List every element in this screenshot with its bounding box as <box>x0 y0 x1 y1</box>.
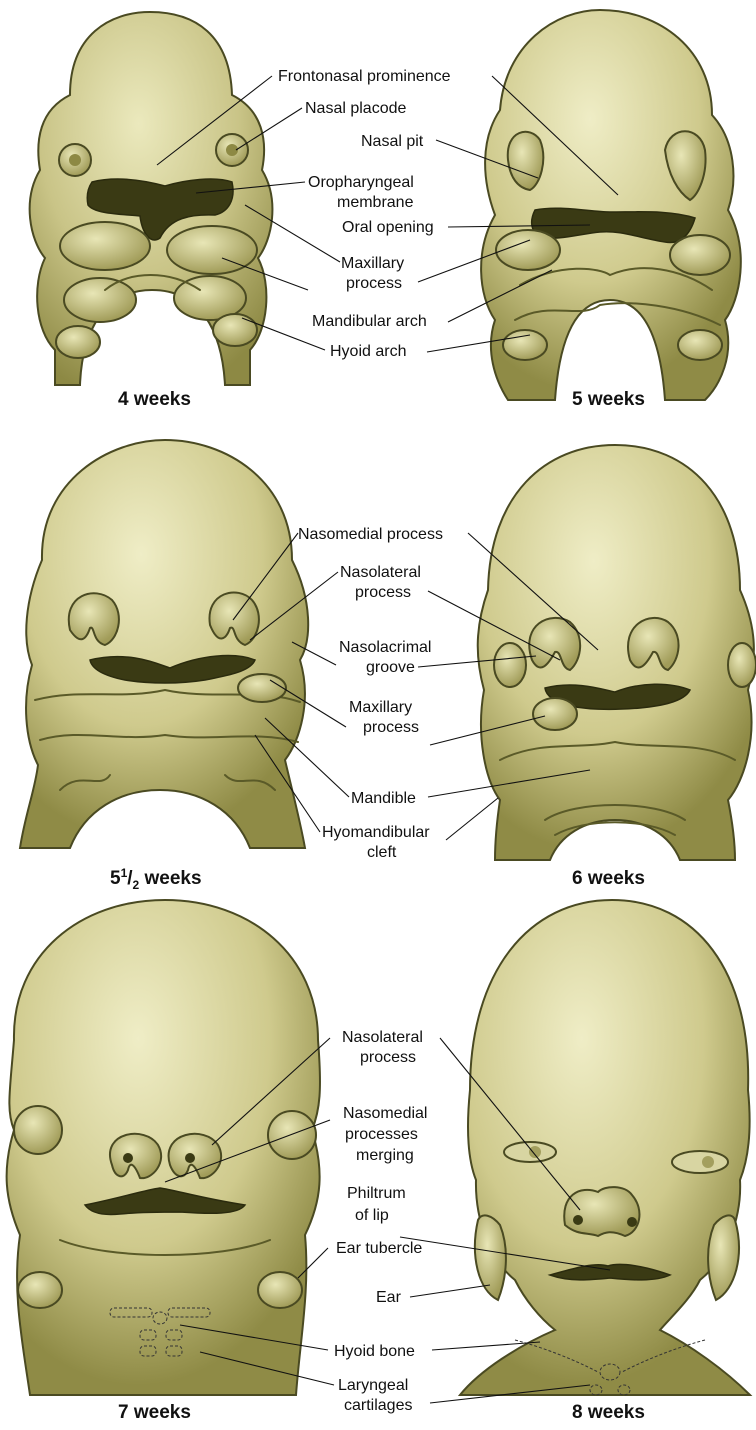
age-label-6-weeks: 6 weeks <box>572 868 645 889</box>
label-nasolateral-7w-line2: process <box>360 1049 416 1066</box>
panel-5-and-half-weeks <box>20 440 308 848</box>
label-hyomandibular-line1: Hyomandibular <box>322 824 430 841</box>
label-nasomedial-line1: Nasomedial <box>343 1105 427 1122</box>
maxillary-process-right-4w <box>167 226 257 274</box>
label-hyoid-arch: Hyoid arch <box>330 343 406 360</box>
maxillary-process-left-4w <box>60 222 150 270</box>
embryo-head-8-weeks <box>460 900 750 1395</box>
panel-6-weeks <box>478 445 756 860</box>
label-nasolacrimal-line2: groove <box>366 659 415 676</box>
panel-4-weeks <box>30 12 273 385</box>
age-label-5-weeks: 5 weeks <box>572 389 645 410</box>
label-oropharyngeal-line1: Oropharyngeal <box>308 174 414 191</box>
ear-right-8w <box>708 1215 739 1300</box>
ear-tubercle-right-7w <box>258 1272 302 1308</box>
label-maxillary-line1: Maxillary <box>341 255 404 272</box>
label-nasolateral-7w-line1: Nasolateral <box>342 1029 423 1046</box>
panel-7-weeks <box>7 900 320 1395</box>
maxillary-process-6w <box>533 698 577 730</box>
label-nasolacrimal-line1: Nasolacrimal <box>339 639 431 656</box>
label-ear: Ear <box>376 1289 402 1306</box>
label-hyomandibular-line2: cleft <box>367 844 397 861</box>
label-hyoid-bone: Hyoid bone <box>334 1343 415 1360</box>
age-label-5-and-half-weeks: 51/2 weeks <box>110 866 202 892</box>
label-nasomedial-line3: merging <box>356 1147 414 1164</box>
hyoid-arch-left-4w <box>56 326 100 358</box>
label-nasolateral-line2: process <box>355 584 411 601</box>
label-frontonasal-prominence: Frontonasal prominence <box>278 68 451 85</box>
label-oral-opening: Oral opening <box>342 219 434 236</box>
hyoid-arch-right-4w <box>213 314 257 346</box>
label-nasomedial-line2: processes <box>345 1126 418 1143</box>
eye-right-7w <box>268 1111 316 1159</box>
label-nasal-placode: Nasal placode <box>305 100 407 117</box>
label-mandible: Mandible <box>351 790 416 807</box>
maxillary-process-5-5w <box>238 674 286 702</box>
mandibular-arch-left-4w <box>64 278 136 322</box>
eye-right-8w <box>672 1151 728 1173</box>
maxillary-process-left-5w <box>496 230 560 270</box>
panel-8-weeks <box>460 900 750 1395</box>
label-ear-tubercle: Ear tubercle <box>336 1240 422 1257</box>
label-maxillary-line2: process <box>346 275 402 292</box>
ear-right-6w <box>728 643 756 687</box>
label-nasomedial-process: Nasomedial process <box>298 526 443 543</box>
age-label-8-weeks: 8 weeks <box>572 1402 645 1423</box>
label-maxillary-6w-line1: Maxillary <box>349 699 412 716</box>
label-oropharyngeal-line2: membrane <box>337 194 414 211</box>
ear-left-6w <box>494 643 526 687</box>
nose-8w <box>564 1187 639 1236</box>
age-label-7-weeks: 7 weeks <box>118 1402 191 1423</box>
label-nasolateral-line1: Nasolateral <box>340 564 421 581</box>
age-label-4-weeks: 4 weeks <box>118 389 191 410</box>
panel-5-weeks <box>481 10 741 400</box>
label-laryngeal-line1: Laryngeal <box>338 1377 408 1394</box>
hyoid-arch-left-5w <box>503 330 547 360</box>
maxillary-process-right-5w <box>670 235 730 275</box>
label-maxillary-6w-line2: process <box>363 719 419 736</box>
eye-left-7w <box>14 1106 62 1154</box>
ear-tubercle-left-7w <box>18 1272 62 1308</box>
label-philtrum-line2: of lip <box>355 1207 389 1224</box>
hyoid-arch-right-5w <box>678 330 722 360</box>
label-mandibular-arch: Mandibular arch <box>312 313 427 330</box>
label-laryngeal-line2: cartilages <box>344 1397 412 1414</box>
label-nasal-pit: Nasal pit <box>361 133 424 150</box>
label-philtrum-line1: Philtrum <box>347 1185 406 1202</box>
ear-left-8w <box>475 1215 506 1300</box>
